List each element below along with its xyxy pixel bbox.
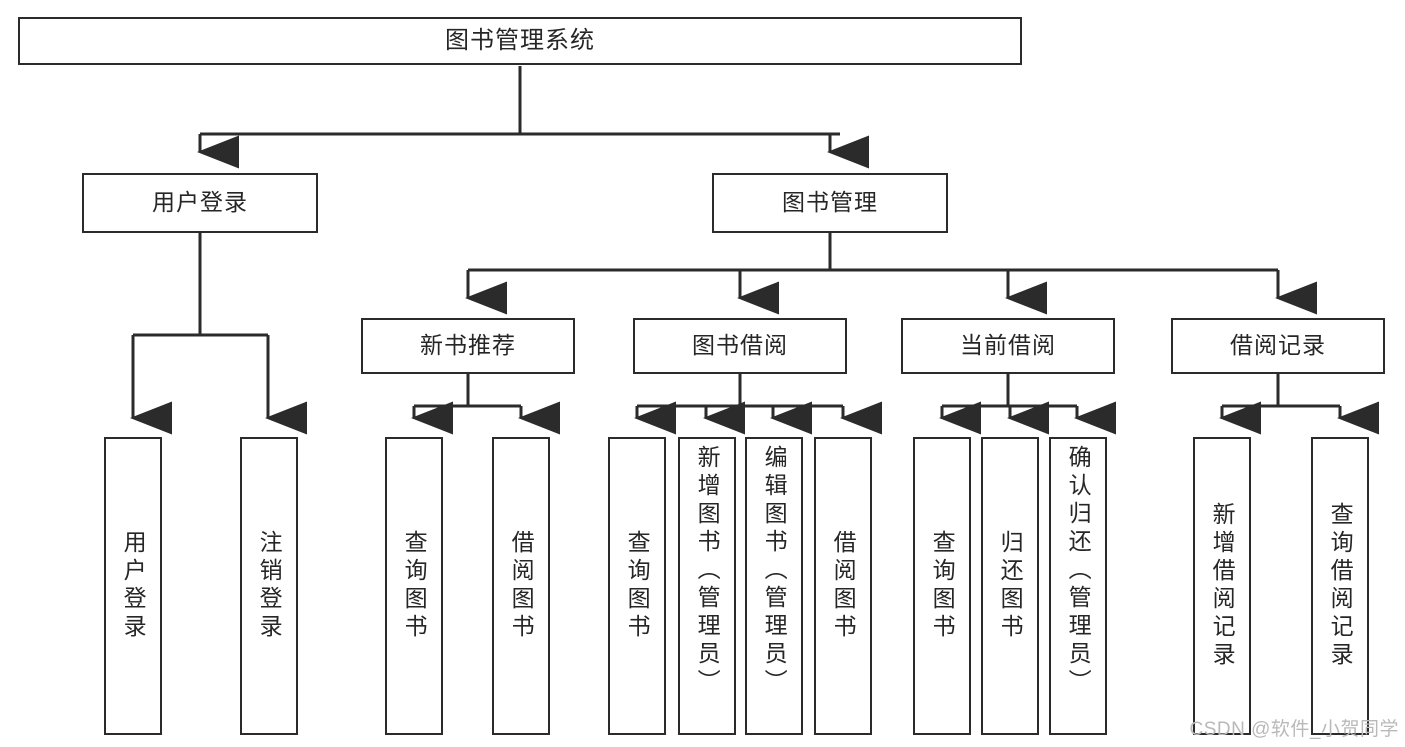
node-root[interactable]: 图书管理系统 (18, 17, 1022, 65)
node-user-login[interactable]: 用户登录 (82, 173, 318, 233)
leaf-query-book-1-label: 查询图书 (401, 530, 428, 642)
leaf-add-borrow-record-label: 新增借阅记录 (1209, 502, 1236, 670)
leaf-return-book[interactable]: 归还图书 (981, 437, 1039, 735)
leaf-borrow-book-2-label: 借阅图书 (830, 530, 857, 642)
leaf-logout-label: 注销登录 (256, 530, 283, 642)
leaf-query-book-2[interactable]: 查询图书 (608, 437, 666, 735)
leaf-edit-book-admin[interactable]: 编辑图书（管理员） (745, 437, 803, 735)
leaf-confirm-return-admin-label: 确认归还（管理员） (1065, 445, 1092, 697)
leaf-borrow-book-1[interactable]: 借阅图书 (492, 437, 550, 735)
leaf-query-borrow-record[interactable]: 查询借阅记录 (1311, 437, 1369, 735)
leaf-add-book-admin[interactable]: 新增图书（管理员） (678, 437, 736, 735)
leaf-user-login-label: 用户登录 (120, 530, 147, 642)
node-new-book-recommend[interactable]: 新书推荐 (361, 318, 575, 374)
node-root-label: 图书管理系统 (445, 26, 595, 54)
node-borrow-record-label: 借阅记录 (1230, 332, 1326, 359)
leaf-logout[interactable]: 注销登录 (240, 437, 298, 735)
node-book-management[interactable]: 图书管理 (712, 173, 948, 233)
leaf-edit-book-admin-label: 编辑图书（管理员） (761, 445, 788, 697)
leaf-query-book-3[interactable]: 查询图书 (913, 437, 971, 735)
node-borrow-record[interactable]: 借阅记录 (1171, 318, 1385, 374)
node-current-borrow[interactable]: 当前借阅 (901, 318, 1115, 374)
node-user-login-label: 用户登录 (152, 189, 248, 216)
leaf-user-login[interactable]: 用户登录 (104, 437, 162, 735)
leaf-query-book-1[interactable]: 查询图书 (385, 437, 443, 735)
node-book-borrow-label: 图书借阅 (692, 332, 788, 359)
leaf-query-book-2-label: 查询图书 (624, 530, 651, 642)
leaf-confirm-return-admin[interactable]: 确认归还（管理员） (1049, 437, 1107, 735)
leaf-query-book-3-label: 查询图书 (929, 530, 956, 642)
leaf-query-borrow-record-label: 查询借阅记录 (1327, 502, 1354, 670)
node-new-book-recommend-label: 新书推荐 (420, 332, 516, 359)
leaf-add-book-admin-label: 新增图书（管理员） (694, 445, 721, 697)
node-book-management-label: 图书管理 (782, 189, 878, 216)
node-book-borrow[interactable]: 图书借阅 (633, 318, 847, 374)
leaf-add-borrow-record[interactable]: 新增借阅记录 (1193, 437, 1251, 735)
leaf-return-book-label: 归还图书 (997, 530, 1024, 642)
leaf-borrow-book-2[interactable]: 借阅图书 (814, 437, 872, 735)
watermark: CSDN @软件_小贺同学 (1189, 719, 1399, 740)
node-current-borrow-label: 当前借阅 (960, 332, 1056, 359)
leaf-borrow-book-1-label: 借阅图书 (508, 530, 535, 642)
